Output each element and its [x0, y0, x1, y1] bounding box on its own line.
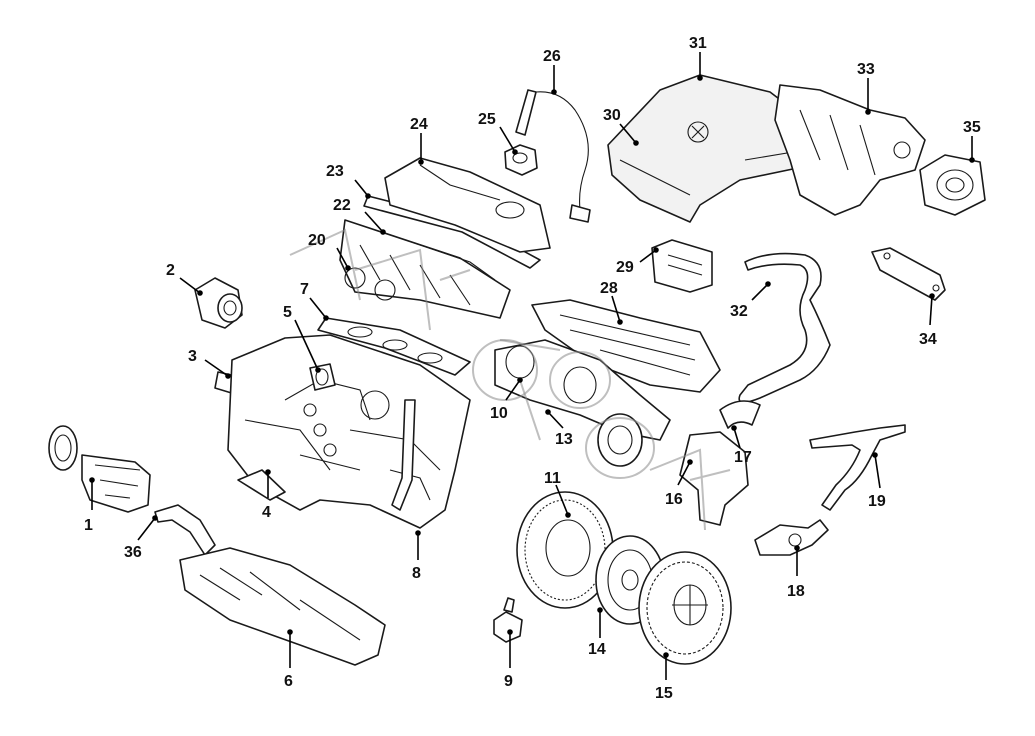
callout-36: 36 [124, 544, 142, 561]
head-gasket [317, 317, 471, 376]
callout-31: 31 [689, 35, 707, 52]
callout-labels: 1 2 3 4 5 6 7 8 9 10 11 13 14 15 16 17 1… [84, 35, 981, 702]
exhaust-manifold [494, 339, 671, 467]
callout-19: 19 [868, 493, 886, 510]
callout-3: 3 [188, 348, 197, 365]
throttle-body [919, 154, 986, 216]
callout-24: 24 [410, 116, 428, 133]
callout-25: 25 [478, 111, 496, 128]
callout-leaders [89, 52, 975, 680]
engine-block [227, 334, 471, 529]
watermark [289, 228, 731, 531]
callout-26: 26 [543, 48, 561, 65]
engine-cover [607, 74, 821, 223]
callout-29: 29 [616, 259, 634, 276]
thermostat-fitting [309, 363, 336, 391]
callout-14: 14 [588, 641, 606, 658]
callout-8: 8 [412, 565, 421, 582]
callout-10: 10 [490, 405, 508, 422]
oil-pickup-pipe [154, 504, 216, 556]
cylinder-head [339, 219, 511, 319]
callout-13: 13 [555, 431, 573, 448]
callout-5: 5 [283, 304, 292, 321]
callout-30: 30 [603, 107, 621, 124]
callout-23: 23 [326, 163, 344, 180]
oil-pan [179, 547, 386, 666]
callout-7: 7 [300, 281, 309, 298]
callout-32: 32 [730, 303, 748, 320]
coolant-hose-lower [679, 400, 761, 526]
intake-manifold [774, 84, 926, 216]
intake-plenum [531, 299, 721, 393]
callout-2: 2 [166, 262, 175, 279]
support-bracket [871, 247, 946, 301]
sensor-cap [194, 277, 243, 329]
water-pump-pulley [48, 425, 151, 513]
valve-cover [384, 157, 551, 253]
callout-34: 34 [919, 331, 937, 348]
callout-20: 20 [308, 232, 326, 249]
position-sensor [504, 144, 538, 176]
callout-4: 4 [262, 504, 271, 521]
callout-1: 1 [84, 517, 93, 534]
callout-15: 15 [655, 685, 673, 702]
coolant-hose-upper [738, 252, 831, 404]
callout-22: 22 [333, 197, 351, 214]
callout-9: 9 [504, 673, 513, 690]
callout-35: 35 [963, 119, 981, 136]
callout-33: 33 [857, 61, 875, 78]
oxygen-sensor-cable [515, 89, 591, 223]
coolant-valve [754, 519, 829, 556]
pressure-plate [638, 551, 732, 665]
coolant-pipe [809, 424, 906, 511]
callout-16: 16 [665, 491, 683, 508]
callout-17: 17 [734, 449, 752, 466]
callout-11: 11 [544, 470, 561, 487]
callout-6: 6 [284, 673, 293, 690]
callout-28: 28 [600, 280, 618, 297]
control-module [651, 239, 713, 293]
crank-sensor [493, 597, 523, 643]
callout-18: 18 [787, 583, 805, 600]
